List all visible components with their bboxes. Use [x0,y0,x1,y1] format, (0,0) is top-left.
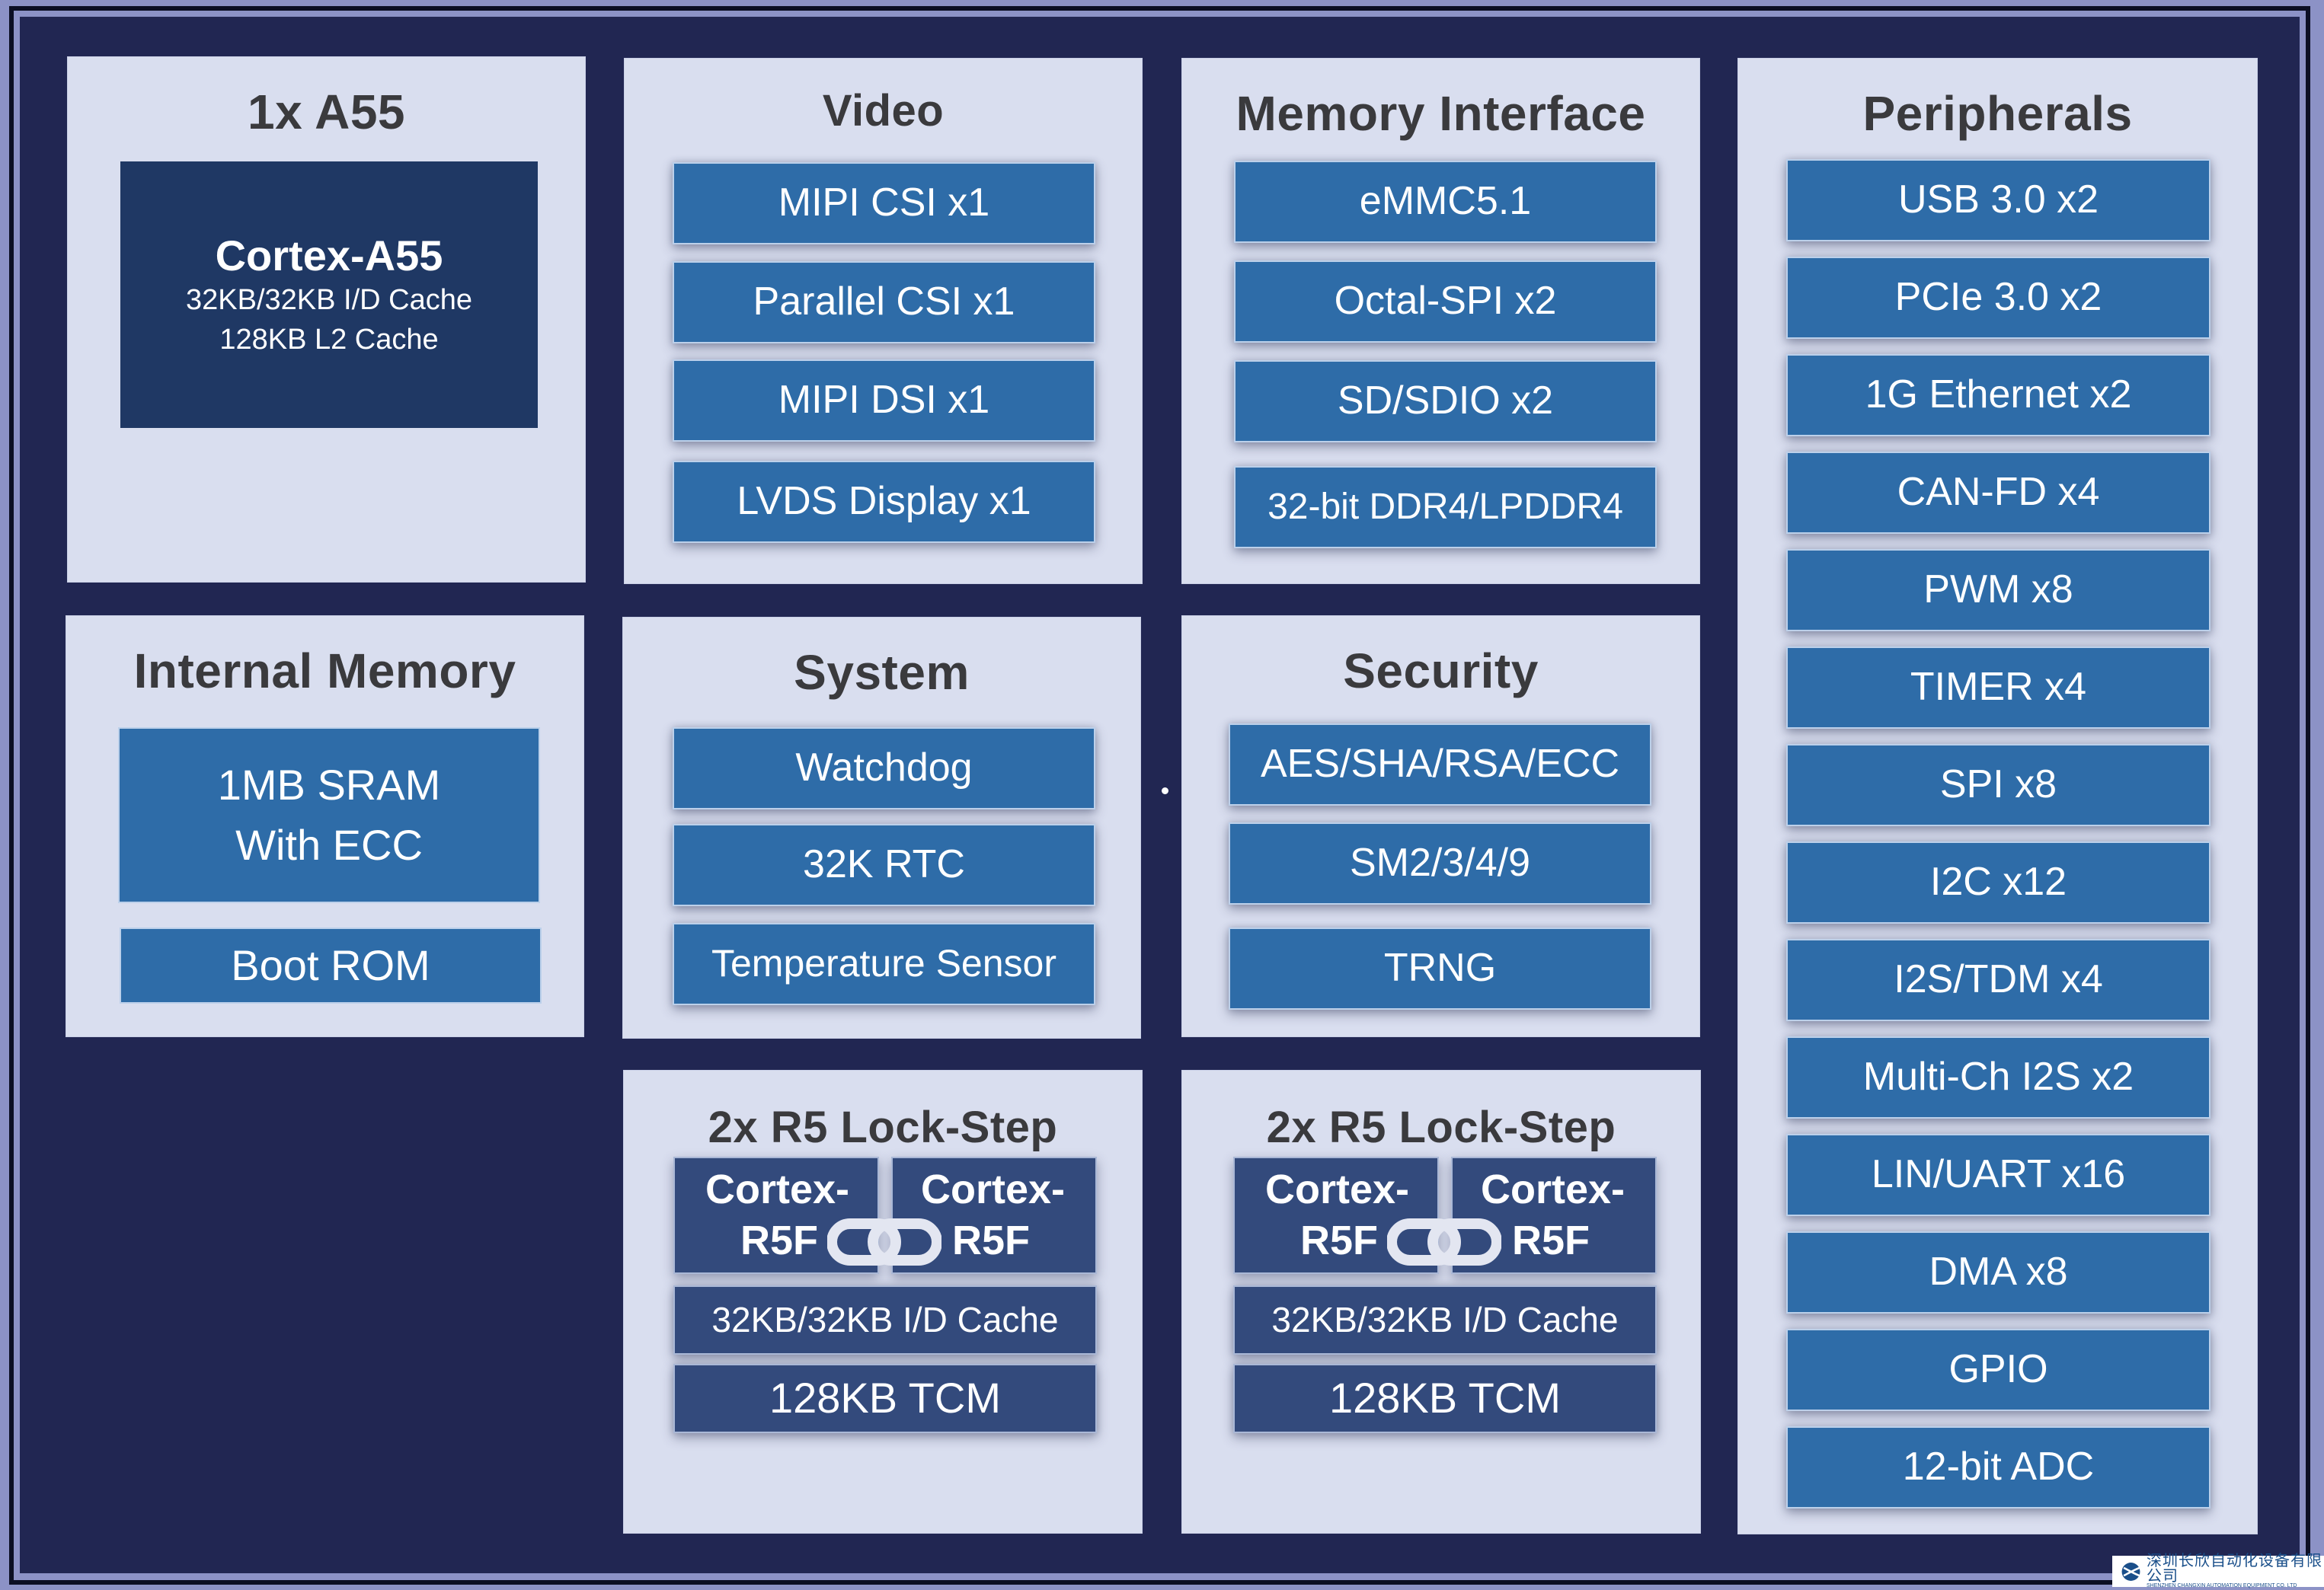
peripheral-item: CAN-FD x4 [1786,452,2211,534]
r5-cache-block: 32KB/32KB I/D Cache [1233,1285,1657,1355]
company-logo-icon [2121,1562,2140,1581]
system-item: Temperature Sensor [673,923,1095,1005]
peripheral-item: USB 3.0 x2 [1786,159,2211,241]
security-item: SM2/3/4/9 [1229,822,1651,905]
panel-title-a55: 1x A55 [248,85,405,139]
lockstep-link-icon [827,1218,941,1266]
panel-system: System Watchdog 32K RTC Temperature Sens… [622,617,1141,1039]
peripheral-item: PCIe 3.0 x2 [1786,257,2211,339]
video-item: Parallel CSI x1 [673,261,1095,343]
video-item: LVDS Display x1 [673,461,1095,543]
video-item: MIPI CSI x1 [673,162,1095,244]
company-name-cn: 深圳长欣自动化设备有限公司 [2147,1551,2323,1585]
security-item: AES/SHA/RSA/ECC [1229,723,1651,806]
panel-title-r5-lockstep: 2x R5 Lock-Step [1266,1103,1616,1152]
video-item: MIPI DSI x1 [673,359,1095,442]
boot-rom-block: Boot ROM [120,928,542,1004]
sram-block: 1MB SRAM With ECC [118,727,540,903]
cortex-a55-cache-l1: 32KB/32KB I/D Cache [186,284,472,317]
peripheral-item: TIMER x4 [1786,647,2211,729]
company-name-en: SHENZHEN CHANGXIN AUTOMATION EQUIPMENT C… [2147,1583,2297,1589]
peripheral-item: 1G Ethernet x2 [1786,354,2211,436]
peripheral-item: 12-bit ADC [1786,1426,2211,1509]
security-item: TRNG [1229,928,1651,1010]
panel-r5-lockstep-2: 2x R5 Lock-Step Cortex- R5F Cortex- R5F … [1181,1070,1701,1534]
panel-title-video: Video [822,86,945,136]
panel-memory-interface: Memory Interface eMMC5.1 Octal-SPI x2 SD… [1181,58,1700,584]
system-item: Watchdog [673,727,1095,809]
core-label-line2: R5F [951,1218,1030,1263]
panel-internal-memory: Internal Memory 1MB SRAM With ECC Boot R… [66,615,584,1037]
r5-tcm-block: 128KB TCM [673,1364,1097,1433]
memory-interface-item: 32-bit DDR4/LPDDR4 [1234,466,1657,548]
peripheral-item: DMA x8 [1786,1231,2211,1314]
panel-title-r5-lockstep: 2x R5 Lock-Step [708,1103,1058,1152]
panel-title-security: Security [1343,643,1539,698]
peripheral-item: LIN/UART x16 [1786,1134,2211,1216]
peripheral-item: I2S/TDM x4 [1786,939,2211,1021]
core-label-line2: R5F [740,1218,819,1263]
panel-title-memory-interface: Memory Interface [1236,86,1646,141]
core-label-line1: Cortex- [920,1166,1065,1212]
cortex-a55-block: Cortex-A55 32KB/32KB I/D Cache 128KB L2 … [120,161,538,428]
core-label-line1: Cortex- [1265,1166,1410,1212]
panel-peripherals: Peripherals USB 3.0 x2 PCIe 3.0 x2 1G Ethe… [1737,58,2258,1534]
core-label-line1: Cortex- [1480,1166,1625,1212]
peripheral-item: I2C x12 [1786,841,2211,924]
core-label-line1: Cortex- [705,1166,850,1212]
panel-video: Video MIPI CSI x1 Parallel CSI x1 MIPI D… [624,58,1143,584]
panel-title-system: System [794,645,970,700]
lockstep-link-icon [1387,1218,1501,1266]
company-logo: 深圳长欣自动化设备有限公司 SHENZHEN CHANGXIN AUTOMATI… [2112,1551,2324,1589]
memory-interface-item: Octal-SPI x2 [1234,260,1657,343]
panel-title-peripherals: Peripherals [1862,86,2133,141]
peripheral-item: SPI x8 [1786,744,2211,826]
system-item: 32K RTC [673,824,1095,906]
r5-cache-block: 32KB/32KB I/D Cache [673,1285,1097,1355]
cortex-a55-cache-l2: 128KB L2 Cache [219,323,439,356]
peripheral-item: Multi-Ch I2S x2 [1786,1036,2211,1119]
panel-security: Security AES/SHA/RSA/ECC SM2/3/4/9 TRNG [1181,615,1700,1037]
r5-tcm-block: 128KB TCM [1233,1364,1657,1433]
core-label-line2: R5F [1511,1218,1590,1263]
cortex-r5f-core-left: Cortex- R5F [1233,1157,1439,1274]
sram-line1: 1MB SRAM [217,761,441,809]
memory-interface-item: SD/SDIO x2 [1234,360,1657,442]
separator-dot [1162,787,1168,794]
peripheral-item: PWM x8 [1786,549,2211,631]
memory-interface-item: eMMC5.1 [1234,161,1657,243]
panel-a55: 1x A55 Cortex-A55 32KB/32KB I/D Cache 12… [67,56,586,583]
panel-title-internal-memory: Internal Memory [133,643,516,698]
cortex-a55-name: Cortex-A55 [215,231,443,280]
sram-line2: With ECC [235,820,423,869]
panel-r5-lockstep-1: 2x R5 Lock-Step Cortex- R5F Cortex- R5F … [623,1070,1143,1534]
peripheral-item: GPIO [1786,1329,2211,1411]
core-label-line2: R5F [1300,1218,1379,1263]
